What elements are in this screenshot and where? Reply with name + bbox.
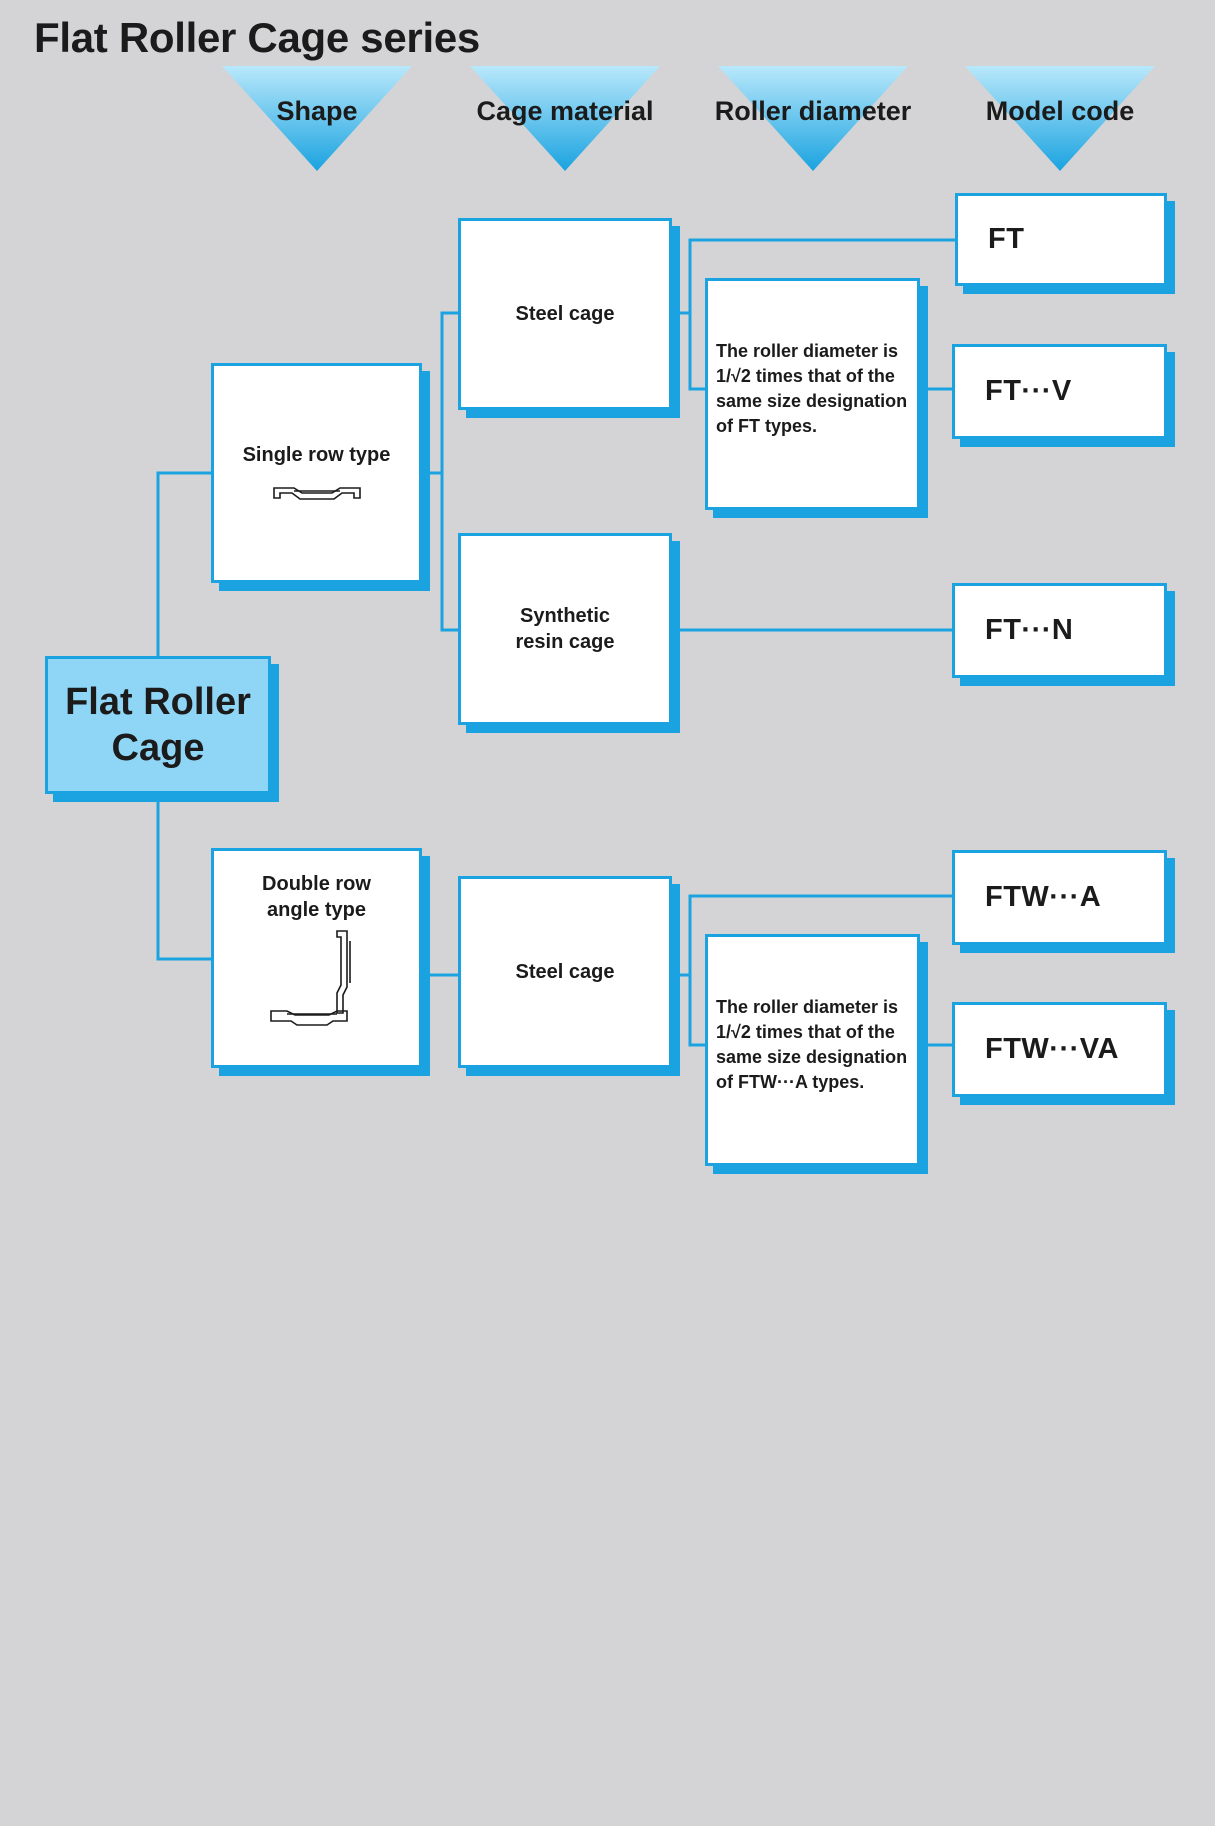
material-steel-cage-single: Steel cage: [458, 218, 672, 410]
material-steel-cage-double: Steel cage: [458, 876, 672, 1068]
roller-diameter-note-ft: The roller diameter is 1/√2 times that o…: [705, 278, 920, 510]
model-code-ft-n: FT···N: [952, 583, 1167, 678]
column-label: Roller diameter: [714, 96, 912, 126]
model-code-ft-v: FT···V: [952, 344, 1167, 439]
material-label: Steel cage: [515, 961, 615, 983]
down-arrow-icon: [470, 66, 660, 171]
note-line: of FTW···A types.: [716, 1072, 865, 1092]
shape-label: Single row type: [242, 444, 391, 466]
note-line: same size designation: [716, 391, 908, 411]
column-label: Shape: [276, 96, 358, 126]
material-label-line1: Synthetic: [519, 605, 611, 627]
model-code-ftw-a: FTW···A: [952, 850, 1167, 945]
column-header-cage-material: Cage material: [470, 66, 660, 176]
shape-double-row-angle: Double row angle type: [211, 848, 422, 1068]
material-label-line2: resin cage: [515, 631, 615, 653]
note-line: The roller diameter is: [716, 341, 899, 361]
diagram-title: Flat Roller Cage series: [34, 14, 480, 61]
down-arrow-icon: [222, 66, 412, 171]
column-header-roller-diameter: Roller diameter: [715, 66, 911, 176]
root-label-line2: Cage: [111, 727, 205, 769]
note-line: 1/√2 times that of the: [716, 1022, 895, 1042]
single-row-cage-icon: [272, 487, 361, 500]
note-line: 1/√2 times that of the: [716, 366, 895, 386]
down-arrow-icon: [718, 66, 908, 171]
root-label-line1: Flat Roller: [65, 681, 251, 723]
column-header-model-code: Model code: [965, 66, 1155, 176]
root-node-flat-roller-cage: Flat Roller Cage: [45, 656, 271, 794]
material-label: Steel cage: [515, 303, 615, 325]
shape-label-line2: angle type: [267, 899, 366, 921]
column-label: Cage material: [476, 96, 654, 126]
material-synthetic-resin-cage: Synthetic resin cage: [458, 533, 672, 725]
shape-label-line1: Double row: [262, 873, 371, 895]
column-header-shape: Shape: [222, 66, 412, 176]
down-arrow-icon: [965, 66, 1155, 171]
note-line: same size designation: [716, 1047, 908, 1067]
shape-single-row: Single row type: [211, 363, 422, 583]
note-line: of FT types.: [716, 416, 818, 436]
double-row-angle-cage-icon: [269, 930, 351, 1026]
model-code-ftw-va: FTW···VA: [952, 1002, 1167, 1097]
roller-diameter-note-ftw: The roller diameter is 1/√2 times that o…: [705, 934, 920, 1166]
model-code-ft: FT: [955, 193, 1167, 286]
note-line: The roller diameter is: [716, 997, 899, 1017]
column-label: Model code: [985, 96, 1135, 126]
